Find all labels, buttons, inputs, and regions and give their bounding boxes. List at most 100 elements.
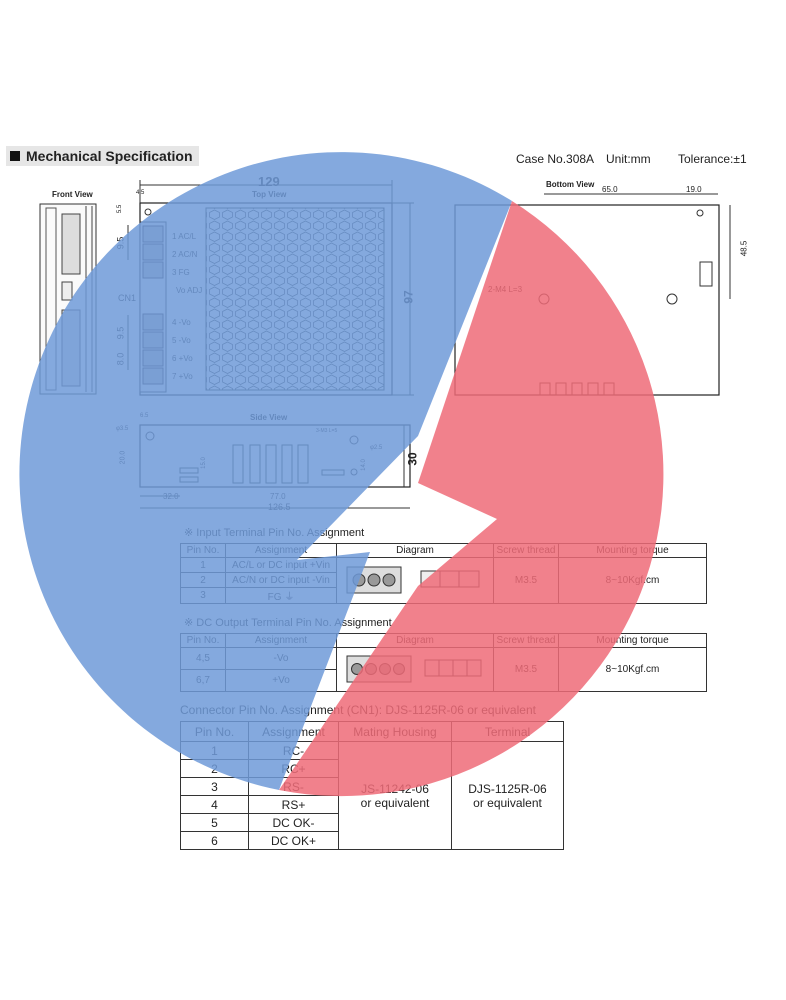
- conn-row-4-assign: RS+: [248, 795, 339, 814]
- conn-row-3-assign: RS-: [248, 777, 339, 796]
- input-table-title: ※ Input Terminal Pin No. Assignment: [184, 527, 365, 539]
- conn-row-6-pin: 6: [180, 831, 249, 850]
- conn-row-5-assign: DC OK-: [248, 813, 339, 832]
- conn-row-5-pin: 5: [180, 813, 249, 832]
- dim-5-5: 5.5: [117, 204, 124, 214]
- output-screw: M3.5: [493, 647, 559, 692]
- dim-20: 20.0: [119, 450, 127, 465]
- output-header-screw: Screw thread: [493, 633, 559, 648]
- input-row-3-assign: FG ⏚: [225, 587, 337, 604]
- input-terminal-diagram: [346, 566, 480, 594]
- output-terminal-table: Pin No. Assignment Diagram Screw thread …: [180, 633, 707, 692]
- output-header-diagram: Diagram: [336, 633, 494, 648]
- terminal-labels: 1 AC/L 2 AC/N 3 FG Vo ADJ 4 -Vo 5 -Vo 6 …: [172, 228, 202, 386]
- conn-row-3-pin: 3: [180, 777, 249, 796]
- terminal-3: 3 FG: [172, 268, 190, 277]
- dim-32: 32.0: [163, 492, 179, 501]
- terminal-6: 6 +Vo: [172, 354, 193, 363]
- conn-row-4-pin: 4: [180, 795, 249, 814]
- conn-terminal-line2: or equivalent: [473, 795, 542, 810]
- conn-housing: JS-11242-06 or equivalent: [338, 741, 452, 850]
- dim-9-5-a: 9.5: [115, 236, 126, 250]
- output-row-2-pin: 6,7: [180, 669, 226, 692]
- conn-header-assignment: Assignment: [248, 721, 339, 742]
- terminal-vo-adj: Vo ADJ: [176, 286, 203, 295]
- connector-table: Pin No. Assignment Mating Housing Termin…: [180, 721, 564, 850]
- m4-screw-label: 2-M4 L=3: [488, 285, 523, 294]
- input-row-1-pin: 1: [180, 557, 226, 573]
- unit-label: Unit:mm: [606, 152, 651, 166]
- dim-side-30: 30: [405, 452, 420, 466]
- input-header-pin: Pin No.: [180, 543, 226, 558]
- top-view-label: Top View: [252, 190, 287, 199]
- conn-row-6-assign: DC OK+: [248, 831, 339, 850]
- output-header-torque: Mounting torque: [558, 633, 707, 648]
- conn-header-housing: Mating Housing: [338, 721, 452, 742]
- bottom-view-label: Bottom View: [546, 180, 595, 189]
- connector-table-title: Connector Pin No. Assignment (CN1): DJS-…: [180, 703, 536, 717]
- top-view: [127, 180, 414, 396]
- dim-height-97: 97: [401, 290, 416, 304]
- terminal-5: 5 -Vo: [172, 336, 191, 345]
- dim-77: 77.0: [270, 492, 286, 501]
- front-view: [39, 203, 97, 395]
- dim-3-5: φ3.5: [116, 426, 129, 432]
- input-row-1-assign: AC/L or DC input +Vin: [225, 557, 337, 573]
- terminal-2: 2 AC/N: [172, 250, 198, 259]
- conn-housing-line2: or equivalent: [360, 795, 430, 810]
- front-view-label: Front View: [52, 190, 93, 199]
- dim-8-0: 8.0: [115, 352, 126, 366]
- dim-9-5-b: 9.5: [115, 326, 126, 340]
- output-terminal-diagram: [346, 655, 482, 683]
- input-header-screw: Screw thread: [493, 543, 559, 558]
- output-row-1-assign: -Vo: [225, 647, 337, 670]
- tolerance-label: Tolerance:±1: [678, 152, 747, 166]
- m3-screw-label: 3-M3 L=5: [316, 428, 338, 434]
- dim-65: 65.0: [602, 185, 618, 194]
- input-diagram: [336, 557, 494, 604]
- input-torque: 8~10Kgf.cm: [558, 557, 707, 604]
- terminal-1: 1 AC/L: [172, 232, 197, 241]
- conn-housing-line1: JS-11242-06: [361, 781, 429, 796]
- input-row-2-pin: 2: [180, 572, 226, 588]
- output-torque: 8~10Kgf.cm: [558, 647, 707, 692]
- input-row-3-pin: 3: [180, 587, 226, 604]
- dim-126-5: 126.5: [268, 502, 291, 512]
- conn-row-1-assign: RC-: [248, 741, 339, 760]
- output-diagram: [336, 647, 494, 692]
- dim-4-5: 4.5: [136, 190, 145, 196]
- input-header-assignment: Assignment: [225, 543, 337, 558]
- output-table-title: ※ DC Output Terminal Pin No. Assignment: [184, 617, 392, 629]
- dim-6-5: 6.5: [140, 413, 149, 419]
- cn1-label: CN1: [118, 293, 137, 303]
- conn-header-pin: Pin No.: [180, 721, 249, 742]
- conn-row-2-pin: 2: [180, 759, 249, 778]
- conn-terminal: DJS-1125R-06 or equivalent: [451, 741, 564, 850]
- output-header-assignment: Assignment: [225, 633, 337, 648]
- output-header-pin: Pin No.: [180, 633, 226, 648]
- input-row-2-assign: AC/N or DC input -Vin: [225, 572, 337, 588]
- output-row-2-assign: +Vo: [225, 669, 337, 692]
- dim-48-5: 48.5: [739, 240, 749, 257]
- conn-header-terminal: Terminal: [451, 721, 564, 742]
- conn-row-1-pin: 1: [180, 741, 249, 760]
- dim-15: 15.0: [200, 457, 207, 469]
- conn-row-2-assign: RC+: [248, 759, 339, 778]
- input-header-diagram: Diagram: [336, 543, 494, 558]
- bottom-view: [454, 193, 731, 396]
- input-terminal-table: Pin No. Assignment Diagram Screw thread …: [180, 543, 707, 604]
- input-screw: M3.5: [493, 557, 559, 604]
- side-view-label: Side View: [250, 413, 288, 422]
- terminal-7: 7 +Vo: [172, 372, 193, 381]
- terminal-4: 4 -Vo: [172, 318, 191, 327]
- input-header-torque: Mounting torque: [558, 543, 707, 558]
- dim-19: 19.0: [686, 185, 702, 194]
- case-number: Case No.308A: [516, 152, 595, 166]
- conn-terminal-line1: DJS-1125R-06: [468, 781, 547, 796]
- dim-14: 14.0: [360, 459, 367, 471]
- section-square-icon: [10, 151, 20, 161]
- output-row-1-pin: 4,5: [180, 647, 226, 670]
- dim-phi-2-5: φ2.5: [370, 445, 383, 451]
- dim-width-129: 129: [258, 174, 280, 189]
